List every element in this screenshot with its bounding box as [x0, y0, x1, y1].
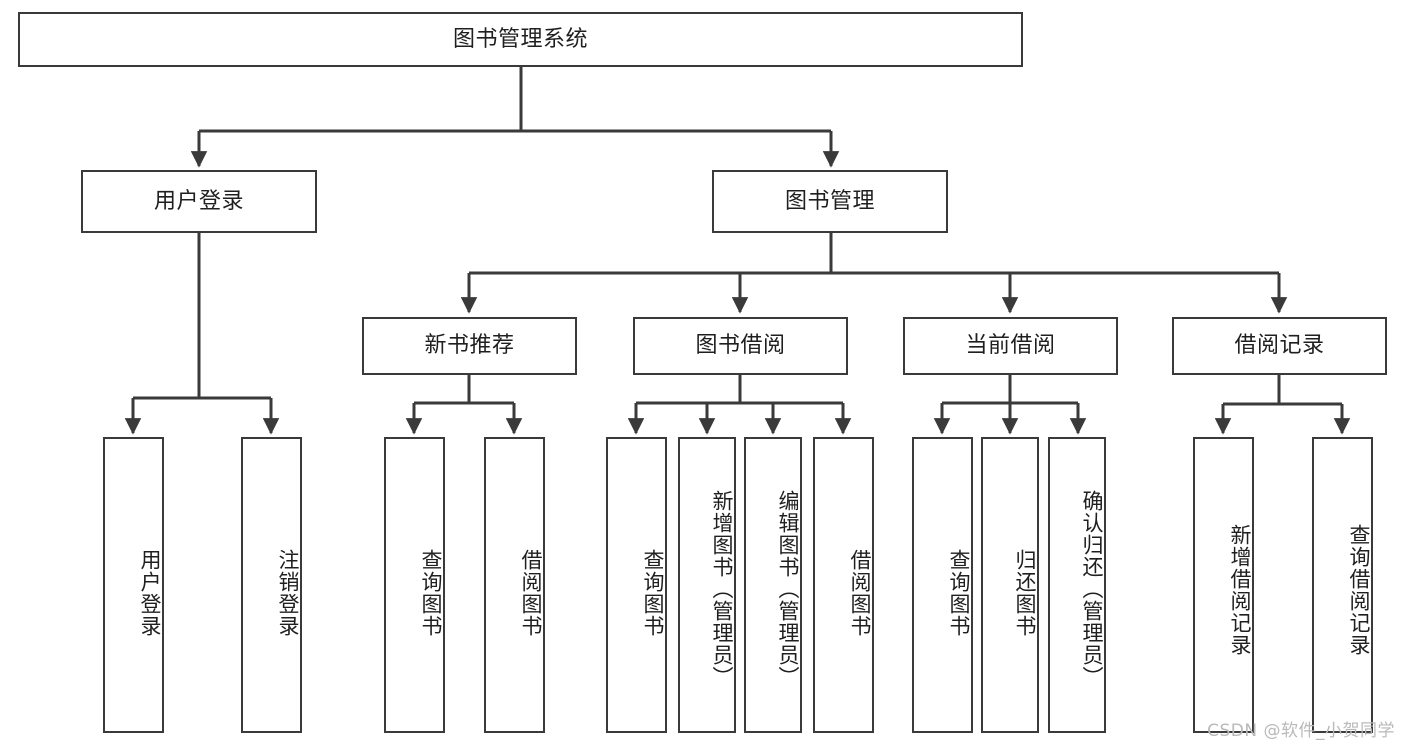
node-leaf-borrow-book-2-label: 借阅图书 [848, 549, 872, 637]
node-leaf-query-book-1-label: 查询图书 [419, 549, 443, 637]
node-leaf-query-book-1[interactable]: 查询图书 [384, 437, 445, 733]
node-new-book-recommend-label: 新书推荐 [424, 333, 515, 359]
node-leaf-add-book-label: 新增图书（管理员） [710, 490, 734, 688]
node-borrow-record-label: 借阅记录 [1234, 333, 1325, 359]
node-current-borrow-label: 当前借阅 [965, 333, 1056, 359]
node-root-label: 图书管理系统 [452, 26, 588, 52]
node-book-manage[interactable]: 图书管理 [712, 170, 948, 233]
node-user-login[interactable]: 用户登录 [81, 170, 317, 233]
node-leaf-user-login[interactable]: 用户登录 [103, 437, 164, 733]
node-leaf-return-book[interactable]: 归还图书 [981, 437, 1039, 733]
node-leaf-edit-book[interactable]: 编辑图书（管理员） [744, 437, 802, 733]
node-leaf-query-book-3[interactable]: 查询图书 [912, 437, 973, 733]
csdn-watermark: CSDN @软件_小贺同学 [1207, 721, 1395, 741]
node-leaf-return-book-label: 归还图书 [1013, 549, 1037, 637]
node-book-borrow[interactable]: 图书借阅 [633, 317, 848, 375]
node-root[interactable]: 图书管理系统 [18, 12, 1023, 67]
node-leaf-logout-login[interactable]: 注销登录 [241, 437, 302, 733]
node-leaf-query-record[interactable]: 查询借阅记录 [1312, 437, 1373, 733]
node-book-manage-label: 图书管理 [784, 188, 875, 214]
node-leaf-borrow-book-1-label: 借阅图书 [519, 549, 543, 637]
node-leaf-user-login-label: 用户登录 [138, 549, 162, 637]
node-leaf-borrow-book-2[interactable]: 借阅图书 [813, 437, 874, 733]
node-current-borrow[interactable]: 当前借阅 [903, 317, 1118, 375]
node-leaf-query-book-2[interactable]: 查询图书 [606, 437, 667, 733]
node-borrow-record[interactable]: 借阅记录 [1172, 317, 1387, 375]
node-leaf-confirm-return-label: 确认归还（管理员） [1080, 490, 1104, 688]
node-user-login-label: 用户登录 [153, 188, 244, 214]
node-book-borrow-label: 图书借阅 [695, 333, 786, 359]
node-leaf-add-record[interactable]: 新增借阅记录 [1193, 437, 1254, 733]
node-leaf-query-book-2-label: 查询图书 [641, 549, 665, 637]
node-new-book-recommend[interactable]: 新书推荐 [362, 317, 577, 375]
node-leaf-confirm-return[interactable]: 确认归还（管理员） [1048, 437, 1106, 733]
node-leaf-add-record-label: 新增借阅记录 [1228, 524, 1252, 656]
node-leaf-add-book[interactable]: 新增图书（管理员） [678, 437, 736, 733]
node-leaf-query-record-label: 查询借阅记录 [1347, 524, 1371, 656]
node-leaf-borrow-book-1[interactable]: 借阅图书 [484, 437, 545, 733]
node-leaf-logout-login-label: 注销登录 [276, 549, 300, 637]
node-leaf-edit-book-label: 编辑图书（管理员） [776, 490, 800, 688]
node-leaf-query-book-3-label: 查询图书 [947, 549, 971, 637]
